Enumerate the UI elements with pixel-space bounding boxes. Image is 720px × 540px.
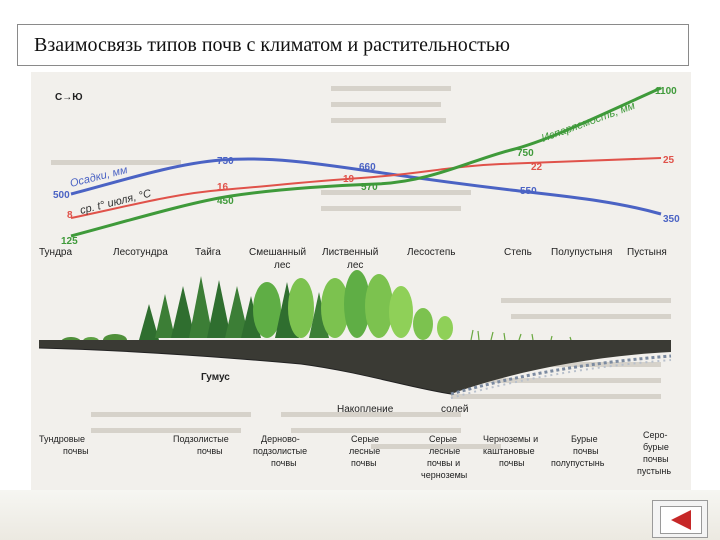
previous-slide-button[interactable] <box>652 500 708 538</box>
svg-text:Серые: Серые <box>429 434 457 444</box>
zone-label: Лиственный <box>322 247 378 258</box>
salt-label-2: солей <box>441 404 468 415</box>
soil-label-podzolic: Подзолистые почвы <box>173 434 229 456</box>
evap-value-125: 125 <box>61 236 78 247</box>
slide-title: Взаимосвязь типов почв с климатом и раст… <box>34 34 510 56</box>
soil-climate-diagram: С→Ю Осадки, мм ср. t° июля, °С Испаряемо… <box>31 72 691 490</box>
vegetation-zone-labels: Тундра Лесотундра Тайга Смешанный лес Ли… <box>39 247 667 271</box>
diagram-canvas: С→Ю Осадки, мм ср. t° июля, °С Испаряемо… <box>31 72 691 490</box>
zone-label: лес <box>347 260 363 271</box>
svg-text:Подзолистые: Подзолистые <box>173 434 229 444</box>
soil-label-sod-podzolic: Дерново- подзолистые почвы <box>253 434 307 468</box>
soil-label-gray-brown-desert: Серо- бурые почвы пустынь <box>637 430 671 476</box>
svg-text:бурые: бурые <box>643 442 669 452</box>
zone-label: Тундра <box>39 247 72 258</box>
svg-text:лесные: лесные <box>429 446 460 456</box>
soil-profile <box>38 340 672 399</box>
slide-title-box: Взаимосвязь типов почв с климатом и раст… <box>17 24 689 66</box>
svg-text:Дерново-: Дерново- <box>261 434 300 444</box>
svg-text:почвы: почвы <box>499 458 525 468</box>
precip-value-500: 500 <box>53 190 70 201</box>
evap-curve <box>70 86 662 238</box>
svg-text:Тундровые: Тундровые <box>39 434 85 444</box>
svg-text:Серо-: Серо- <box>643 430 668 440</box>
svg-text:почвы: почвы <box>63 446 89 456</box>
temp-value-19: 19 <box>343 174 355 185</box>
svg-text:почвы: почвы <box>197 446 223 456</box>
temp-value-8: 8 <box>67 210 73 221</box>
svg-text:Серые: Серые <box>351 434 379 444</box>
svg-text:почвы и: почвы и <box>427 458 460 468</box>
evap-value-1100: 1100 <box>655 86 677 97</box>
soil-type-labels: Тундровые почвы Подзолистые почвы Дернов… <box>39 430 671 480</box>
soil-label-gray-forest: Серые лесные почвы <box>349 434 380 468</box>
zone-label: Пустыня <box>627 247 667 258</box>
precip-curve <box>70 157 662 216</box>
svg-text:каштановые: каштановые <box>483 446 535 456</box>
precip-value-350: 350 <box>663 214 680 225</box>
temp-value-16: 16 <box>217 182 229 193</box>
svg-text:подзолистые: подзолистые <box>253 446 307 456</box>
zone-label: Степь <box>504 247 532 258</box>
precip-value-750: 750 <box>217 156 234 167</box>
temp-value-22: 22 <box>531 162 543 173</box>
previous-slide-icon <box>671 510 691 530</box>
evap-value-570: 570 <box>361 182 378 193</box>
nav-button-frame <box>660 506 702 534</box>
evap-value-750: 750 <box>517 148 534 159</box>
soil-label-tundra: Тундровые почвы <box>39 434 89 456</box>
zone-label: Тайга <box>195 247 221 258</box>
soil-label-chernozem-chestnut: Черноземы и каштановые почвы <box>483 434 538 468</box>
zone-label: Полупустыня <box>551 247 612 258</box>
svg-text:Черноземы и: Черноземы и <box>483 434 538 444</box>
svg-text:черноземы: черноземы <box>421 470 467 480</box>
precip-value-660: 660 <box>359 162 376 173</box>
direction-label: С→Ю <box>55 92 83 103</box>
soil-label-brown-semidesert: Бурые почвы полупустынь <box>551 434 605 468</box>
svg-text:почвы: почвы <box>271 458 297 468</box>
temp-value-25: 25 <box>663 155 675 166</box>
slide-footer <box>0 490 720 540</box>
salt-label-1: Накопление <box>337 404 394 415</box>
evap-value-450: 450 <box>217 196 234 207</box>
temp-curve <box>70 157 662 219</box>
svg-text:почвы: почвы <box>351 458 377 468</box>
zone-label: Смешанный <box>249 247 306 258</box>
zone-label: Лесостепь <box>407 247 455 258</box>
soil-label-gray-forest-chernozem: Серые лесные почвы и черноземы <box>421 434 467 480</box>
svg-text:пустынь: пустынь <box>637 466 671 476</box>
svg-text:Бурые: Бурые <box>571 434 598 444</box>
zone-label: лес <box>274 260 290 271</box>
zone-label: Лесотундра <box>113 247 168 258</box>
svg-text:почвы: почвы <box>643 454 669 464</box>
humus-label: Гумус <box>201 372 230 383</box>
svg-text:полупустынь: полупустынь <box>551 458 605 468</box>
svg-text:почвы: почвы <box>573 446 599 456</box>
vegetation-trees <box>61 270 572 347</box>
svg-text:лесные: лесные <box>349 446 380 456</box>
precip-value-550: 550 <box>520 186 537 197</box>
